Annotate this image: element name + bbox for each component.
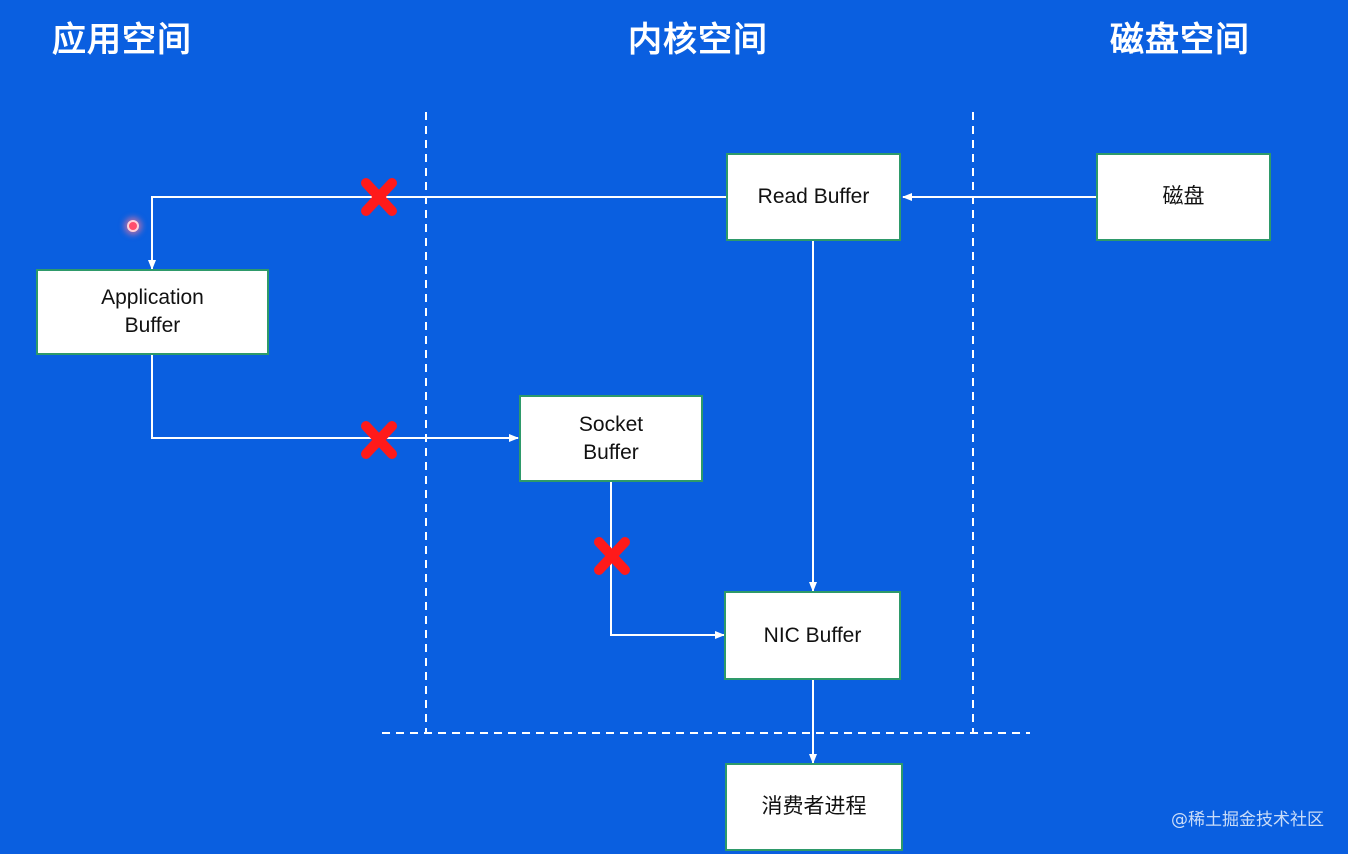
arrow-socket-to-nic-buffer [610,482,725,639]
cross-icon [594,537,630,575]
socket-buffer-label: Socket Buffer [578,412,644,464]
read-buffer-label: Read Buffer [757,185,870,208]
application-buffer-label: Application Buffer [101,286,204,337]
heading-kernel-space: 内核空间 [628,20,768,60]
watermark: @稀土掘金技术社区 [1171,810,1324,830]
disk-node-label: 磁盘 [1162,185,1205,208]
nic-buffer-label: NIC Buffer [763,623,862,647]
read-buffer-node: Read Buffer [726,153,901,241]
consumer-process-label: 消费者进程 [761,795,867,818]
arrow-read-to-application-buffer [148,196,726,270]
nic-buffer-node: NIC Buffer [724,591,901,680]
cross-icon [361,421,397,459]
arrow-application-to-socket-buffer [151,354,519,442]
socket-buffer-node: Socket Buffer [519,395,703,482]
heading-disk-space: 磁盘空间 [1110,20,1250,60]
consumer-process-node: 消费者进程 [725,763,903,851]
heading-app-space: 应用空间 [52,20,192,60]
cross-icon [361,178,397,216]
disk-node: 磁盘 [1096,153,1271,241]
application-buffer-node: Application Buffer [36,269,269,355]
cursor-indicator [127,220,139,232]
